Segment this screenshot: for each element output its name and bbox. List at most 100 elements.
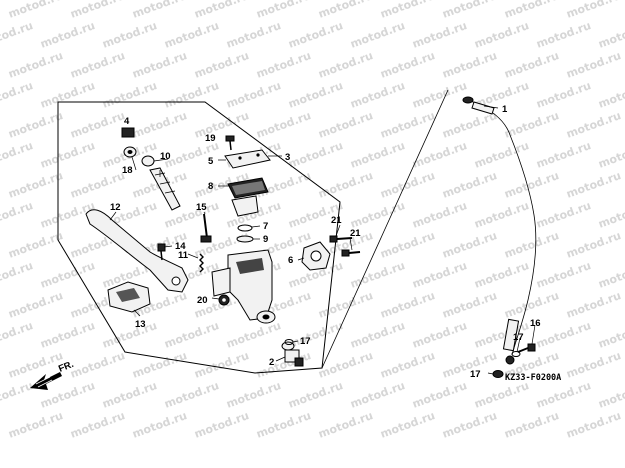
cylinder-holder (301, 241, 331, 271)
watermark-text: motod.ru (565, 229, 623, 261)
watermark-text: motod.ru (597, 259, 625, 291)
watermark-text: motod.ru (411, 19, 469, 51)
callout-8: 8 (208, 181, 213, 192)
watermark-text: motod.ru (287, 319, 345, 351)
watermark-text: motod.ru (535, 79, 593, 111)
watermark-text: motod.ru (349, 79, 407, 111)
watermark-text: motod.ru (193, 349, 251, 381)
watermark-text: motod.ru (0, 139, 35, 171)
bolt-16 (517, 343, 536, 353)
diaphragm-plate (227, 177, 269, 199)
screw-15 (200, 213, 212, 243)
watermark-text: motod.ru (379, 169, 437, 201)
callout-17-a: 17 (300, 336, 311, 347)
watermark-text: motod.ru (101, 319, 159, 351)
callout-17-c: 17 (470, 369, 481, 380)
leader-lines (109, 105, 536, 375)
callout-21-a: 21 (331, 215, 342, 226)
watermark-text: motod.ru (131, 0, 189, 21)
watermark-text: motod.ru (193, 0, 251, 21)
watermark-text: motod.ru (535, 259, 593, 291)
watermark-text: motod.ru (503, 409, 561, 441)
watermark-text: motod.ru (7, 229, 65, 261)
watermark-text: motod.ru (255, 0, 313, 21)
watermark-text: motod.ru (101, 19, 159, 51)
watermark-text: motod.ru (69, 409, 127, 441)
watermark-text: motod.ru (317, 409, 375, 441)
watermark-text: motod.ru (39, 79, 97, 111)
watermark-text: motod.ru (473, 199, 531, 231)
spring-11 (199, 253, 204, 273)
watermark-text: motod.ru (411, 259, 469, 291)
diaphragm (231, 195, 259, 217)
watermark-text: motod.ru (225, 379, 283, 411)
watermark-text: motod.ru (565, 169, 623, 201)
watermark-text: motod.ru (7, 169, 65, 201)
watermark-text: motod.ru (39, 379, 97, 411)
watermark-text: motod.ru (503, 109, 561, 141)
pivot-bolt-14 (157, 243, 166, 261)
brake-lever (85, 209, 189, 293)
watermark-text: motod.ru (565, 109, 623, 141)
watermark-text: motod.ru (255, 109, 313, 141)
watermark-text: motod.ru (411, 379, 469, 411)
master-cylinder-body (211, 249, 276, 324)
watermark-text: motod.ru (287, 139, 345, 171)
callout-21-b: 21 (350, 228, 361, 239)
callout-labels: 1 2 3 4 5 6 7 8 9 10 11 12 13 14 15 16 1… (110, 104, 541, 380)
callout-5: 5 (208, 156, 214, 167)
watermark-text: motod.ru (287, 19, 345, 51)
watermark-text: motod.ru (317, 169, 375, 201)
bolt-21-a (329, 235, 353, 243)
front-arrow-label: FR. (57, 359, 75, 375)
watermark-text: motod.ru (565, 0, 623, 21)
assembly-boundary (57, 101, 341, 374)
bolt-20 (218, 294, 230, 306)
push-rod-10 (141, 155, 181, 211)
watermark-text: motod.ru (503, 49, 561, 81)
callout-11: 11 (178, 250, 189, 261)
watermark-text: motod.ru (597, 199, 625, 231)
watermark-text: motod.ru (473, 379, 531, 411)
watermark-text: motod.ru (441, 229, 499, 261)
watermark-text: motod.ru (349, 319, 407, 351)
lever-bracket (107, 281, 151, 313)
callout-9: 9 (263, 234, 268, 245)
brake-switch (281, 341, 304, 367)
watermark-text: motod.ru (535, 199, 593, 231)
watermark-text: motod.ru (441, 0, 499, 21)
front-arrow: FR. (30, 359, 75, 390)
callout-7: 7 (263, 221, 268, 232)
watermark-text: motod.ru (131, 49, 189, 81)
watermark-text: motod.ru (163, 79, 221, 111)
callout-16: 16 (530, 318, 541, 329)
watermark-text: motod.ru (225, 79, 283, 111)
watermark-text: motod.ru (379, 349, 437, 381)
watermark-text: motod.ru (565, 49, 623, 81)
watermark-text: motod.ru (441, 289, 499, 321)
watermark-text: motod.ru (441, 49, 499, 81)
watermark-text: motod.ru (287, 379, 345, 411)
callout-12: 12 (110, 202, 121, 213)
callout-13: 13 (135, 319, 146, 330)
watermark-text: motod.ru (39, 259, 97, 291)
watermark-text: motod.ru (503, 169, 561, 201)
watermark-text: motod.ru (565, 349, 623, 381)
watermark-text: motod.ru (473, 19, 531, 51)
watermark-text: motod.ru (349, 259, 407, 291)
watermark-text: motod.ru (441, 409, 499, 441)
reservoir-cap (224, 149, 271, 169)
watermark-text: motod.ru (7, 0, 65, 21)
watermark-text: motod.ru (565, 289, 623, 321)
watermark-text: motod.ru (255, 409, 313, 441)
watermark-text: motod.ru (535, 139, 593, 171)
watermark-text: motod.ru (597, 79, 625, 111)
watermark-text: motod.ru (349, 379, 407, 411)
watermark-text: motod.ru (101, 379, 159, 411)
watermark-text: motod.ru (255, 49, 313, 81)
watermark-text: motod.ru (163, 19, 221, 51)
watermark-text: motod.ru (411, 199, 469, 231)
diagram-code: KZ33-F0200A (505, 373, 561, 383)
watermark-text: motod.ru (411, 139, 469, 171)
watermark-text: motod.ru (317, 109, 375, 141)
